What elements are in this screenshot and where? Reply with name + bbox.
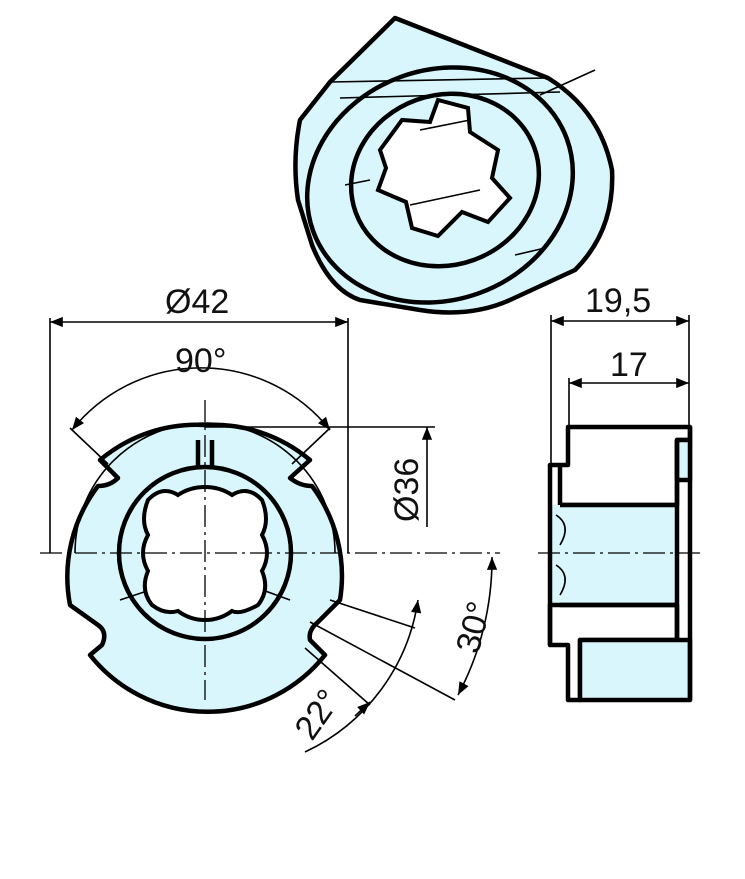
label-angle-top: 90°: [175, 342, 226, 380]
label-angle-right: 30°: [449, 598, 499, 658]
side-section-view: [538, 424, 700, 703]
isometric-view: [293, 15, 615, 315]
label-body-length: 17: [610, 346, 648, 384]
dimension-body-length: 17: [568, 346, 689, 427]
dimension-angle-90: 90°: [69, 342, 331, 465]
dimension-total-length: 19,5: [550, 282, 690, 465]
front-view: [40, 400, 500, 714]
dimension-outer-diameter: Ø42: [49, 283, 349, 553]
dimension-inner-diameter: Ø36: [205, 426, 435, 527]
label-outer-diameter: Ø42: [165, 283, 229, 321]
label-inner-diameter: Ø36: [388, 458, 426, 522]
label-angle-bottom: 22°: [287, 683, 348, 747]
label-total-length: 19,5: [585, 282, 651, 320]
